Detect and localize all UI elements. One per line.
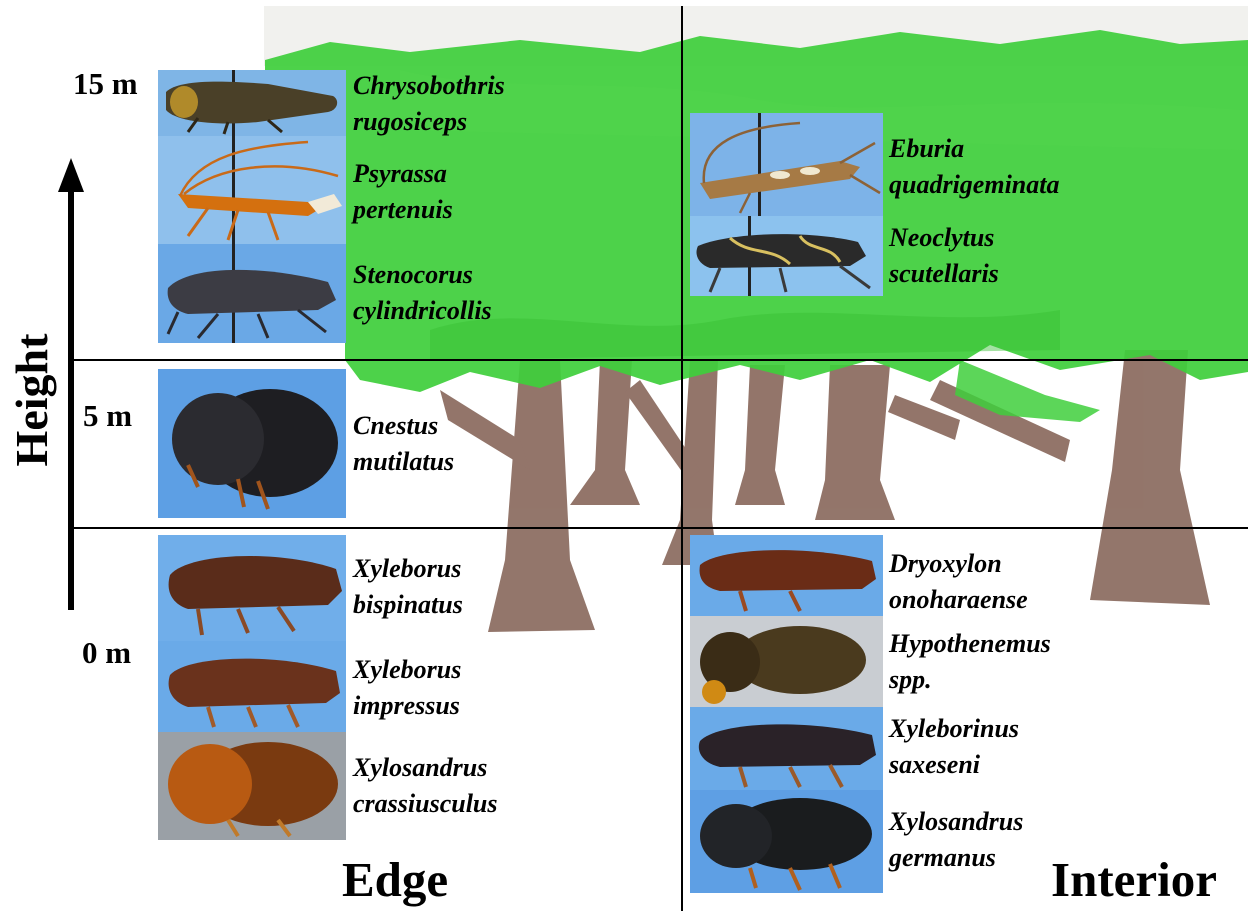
chrysobothris-photo	[158, 70, 346, 136]
cnestus-photo	[158, 369, 346, 518]
trunk-4	[735, 365, 785, 505]
edge-label: Edge	[342, 855, 448, 904]
trunk-5	[815, 365, 895, 520]
height-arrow-icon	[54, 158, 88, 610]
xylosandrus-germanus-photo	[690, 790, 883, 893]
tick-15m: 15 m	[73, 68, 138, 99]
trunk-6	[1090, 350, 1210, 605]
eburia-photo	[690, 113, 883, 216]
tick-5m: 5 m	[83, 400, 132, 431]
xyleborus-bispinatus-photo	[158, 535, 346, 641]
interior-label: Interior	[1051, 855, 1217, 904]
edge-interior-divider	[681, 6, 683, 911]
psyrassa-photo	[158, 136, 346, 244]
tick-0m: 0 m	[82, 637, 131, 668]
stenocorus-photo	[158, 244, 346, 343]
trunk-2	[570, 360, 640, 505]
hypothenemus-photo	[690, 616, 883, 707]
xyleborus-impressus-photo	[158, 641, 346, 732]
canopy-boundary-line	[72, 359, 1248, 361]
dryoxylon-photo	[690, 535, 883, 616]
xylosandrus-crassiusculus-photo	[158, 732, 346, 840]
height-axis-title: Height	[9, 334, 55, 467]
neoclytus-photo	[690, 216, 883, 296]
xyleborinus-photo	[690, 707, 883, 790]
ground-boundary-line	[72, 527, 1248, 529]
